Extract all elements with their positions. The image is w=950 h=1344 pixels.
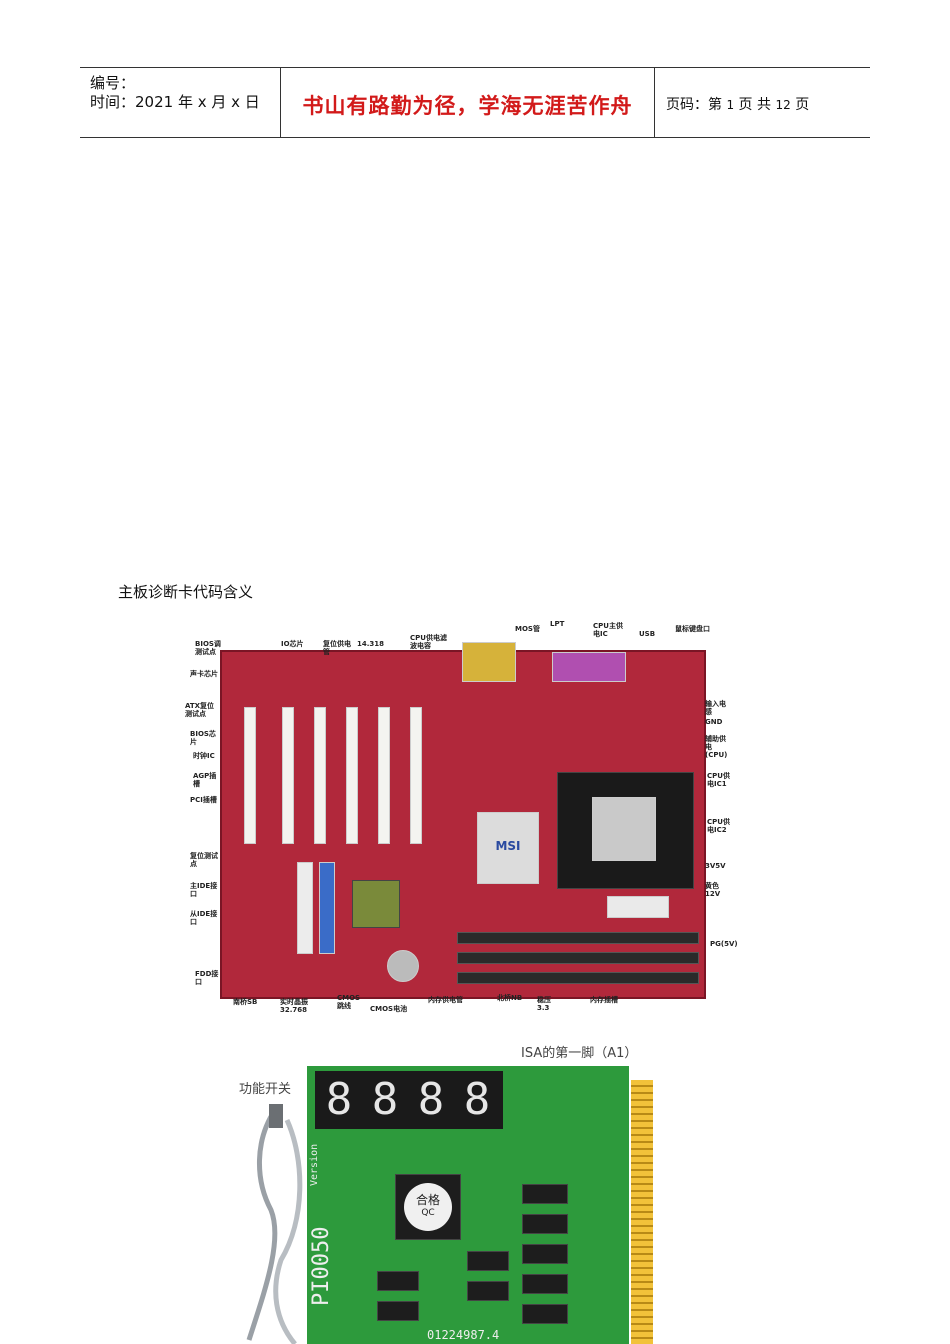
led-digit: 8 [371, 1074, 399, 1125]
mb-label: 实时晶振32.768 [280, 998, 308, 1014]
mb-label: PG(5V) [710, 940, 738, 948]
qc-text: 合格 [415, 1193, 440, 1207]
logic-chip [377, 1271, 419, 1291]
page-mid: 页 共 [738, 97, 771, 113]
msi-logo: MSI [495, 839, 521, 853]
logic-chip [522, 1274, 568, 1294]
motherboard-image: MSI BIOS调测试点 IO芯片 复位供电管 14.318 CPU供电滤波电容… [185, 620, 738, 1020]
mb-label: MOS管 [515, 625, 540, 633]
mb-label: CPU供电滤波电容 [410, 634, 447, 650]
logic-chip [522, 1244, 568, 1264]
mb-label: FDD接口 [195, 970, 219, 986]
mb-label: 稳压3.3 [537, 996, 551, 1012]
mb-label: LPT [550, 620, 565, 628]
card-pcb: 8 8 8 8 Version PI0050 合格 QC 01224987.4 [307, 1066, 629, 1344]
logic-chip [522, 1214, 568, 1234]
ide-connector [297, 862, 313, 954]
pci-slot [282, 707, 294, 844]
mb-label: IO芯片 [281, 640, 304, 648]
header-left: 编号： 时间：2021 年 x 月 x 日 [80, 68, 280, 137]
mb-label: 主IDE接口 [190, 882, 218, 898]
isa-pin-label: ISA的第一脚（A1） [521, 1046, 638, 1061]
mb-label: 内存供电管 [428, 996, 463, 1004]
pci-slot [314, 707, 326, 844]
mb-label: 复位供电管 [323, 640, 351, 656]
page-total: 12 [775, 98, 791, 112]
logic-chip [467, 1281, 509, 1301]
page-suffix: 页 [795, 97, 810, 113]
mb-label: CPU供电IC2 [707, 818, 730, 834]
cpu-socket-inner [592, 797, 656, 861]
version-label: Version [309, 1143, 320, 1186]
led-display: 8 8 8 8 [315, 1071, 503, 1129]
mb-label: 复位测试点 [190, 852, 218, 868]
logic-chip [467, 1251, 509, 1271]
logic-chip [377, 1301, 419, 1321]
mb-label: 3V5V [705, 862, 726, 870]
pci-slot [346, 707, 358, 844]
intro-text: 主板诊断卡代码含义 [118, 583, 254, 601]
document-header: 编号： 时间：2021 年 x 月 x 日 书山有路勤为径，学海无涯苦作舟 页码… [80, 67, 870, 138]
motherboard-pcb: MSI [220, 642, 706, 999]
mb-label: ATX复位测试点 [185, 702, 215, 718]
header-right: 页码：第 1 页 共 12 页 [654, 68, 870, 137]
diag-card-image: ISA的第一脚（A1） 功能开关 8 8 8 8 Version PI0050 … [225, 1040, 665, 1344]
serial-number: 01224987.4 [427, 1328, 500, 1342]
time-label: 时间：2021 年 x 月 x 日 [90, 93, 260, 111]
mb-label: 时钟IC [193, 752, 215, 760]
mb-label: PCI插槽 [190, 796, 217, 804]
pci-slot [378, 707, 390, 844]
mb-label: 从IDE接口 [190, 910, 218, 926]
pci-slot [244, 707, 256, 844]
logic-chip [522, 1184, 568, 1204]
serial-port [462, 642, 516, 682]
mb-label: 北桥NB [497, 994, 523, 1002]
ram-slot [457, 952, 699, 964]
mb-label: CMOS跳线 [337, 994, 361, 1010]
cable-icon [246, 1104, 303, 1344]
qc-chip: 合格 QC [395, 1174, 461, 1240]
pci-slot [410, 707, 422, 844]
qc-sticker: 合格 QC [404, 1183, 452, 1231]
mb-label: 14.318 [357, 640, 385, 648]
mb-label: 南桥SB [233, 998, 258, 1006]
isa-edge-connector [631, 1080, 653, 1344]
mb-label: BIOS调测试点 [195, 640, 221, 656]
qc-sub: QC [421, 1208, 435, 1218]
atx-power [607, 896, 669, 918]
header-middle: 书山有路勤为径，学海无涯苦作舟 [280, 68, 655, 137]
mb-label: 辅助供电(CPU) [705, 735, 728, 759]
led-digit: 8 [325, 1074, 353, 1125]
cmos-battery [387, 950, 419, 982]
southbridge-chip [352, 880, 400, 928]
mb-label: USB [639, 630, 656, 638]
mb-label: CPU供电IC1 [707, 772, 730, 788]
switch-label: 功能开关 [239, 1082, 292, 1097]
parallel-port [552, 652, 626, 682]
page-indicator: 页码：第 1 页 共 12 页 [666, 94, 809, 114]
mb-label: 鼠标键盘口 [675, 625, 710, 633]
page-prefix: 页码：第 [666, 97, 722, 113]
ram-slot [457, 932, 699, 944]
mb-label: AGP插槽 [193, 772, 217, 788]
mb-label: CMOS电池 [370, 1005, 408, 1013]
mb-label: BIOS芯片 [190, 730, 216, 746]
mb-label: CPU主供电IC [593, 622, 623, 638]
mb-label: GND [705, 718, 723, 726]
number-label: 编号： [90, 74, 136, 92]
mb-label: 声卡芯片 [190, 670, 218, 678]
motto: 书山有路勤为径，学海无涯苦作舟 [302, 93, 633, 118]
mb-label: 内存插槽 [590, 996, 618, 1004]
logic-chip [522, 1304, 568, 1324]
ide-connector [319, 862, 335, 954]
ram-slot [457, 972, 699, 984]
led-digit: 8 [463, 1074, 491, 1125]
mb-label: 黄色12V [705, 882, 721, 898]
model-label: PI0050 [309, 1226, 334, 1306]
northbridge-heatsink: MSI [477, 812, 539, 884]
led-digit: 8 [417, 1074, 445, 1125]
page-current: 1 [726, 98, 735, 112]
mb-label: 输入电感 [705, 700, 726, 716]
